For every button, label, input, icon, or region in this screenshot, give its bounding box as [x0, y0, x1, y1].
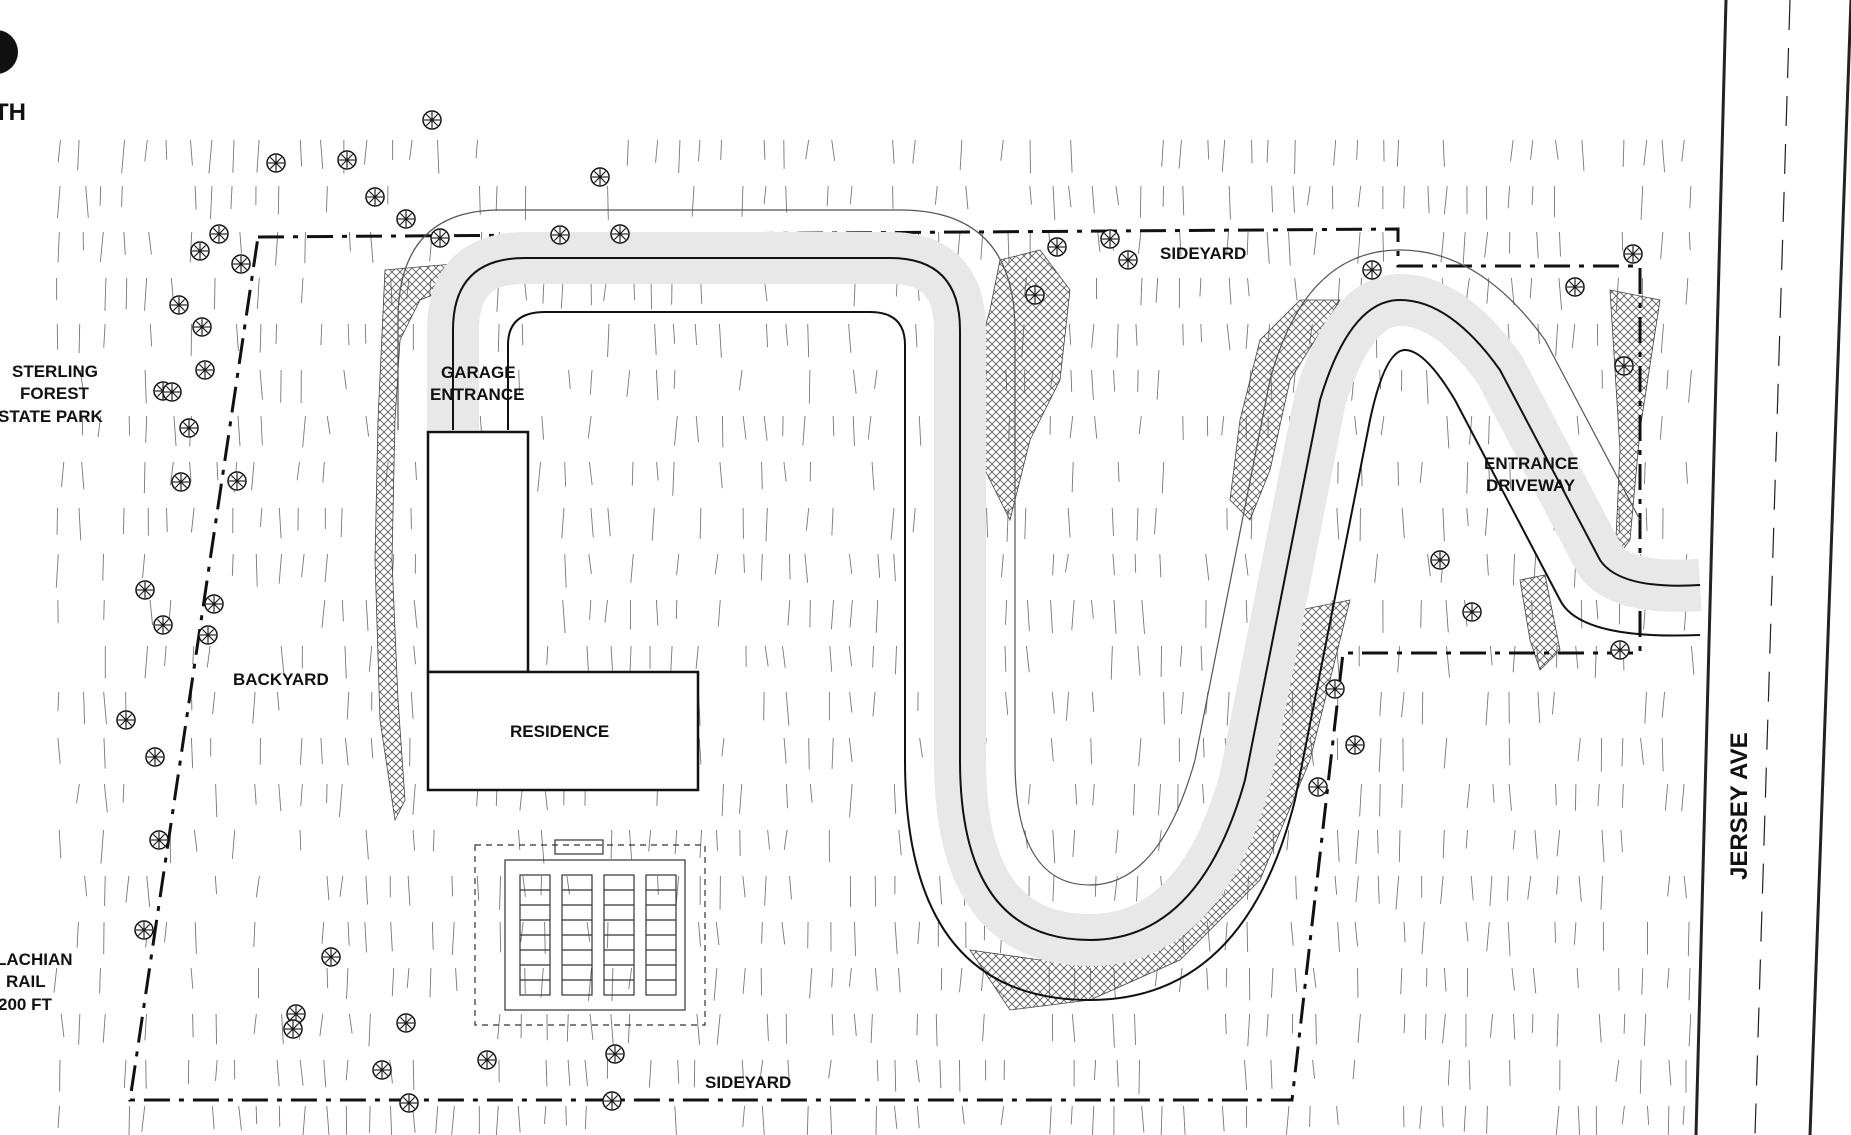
- label-park-1: STERLING: [12, 362, 98, 381]
- tree-symbol-icon: [372, 1060, 392, 1080]
- tree-symbol-icon: [1362, 260, 1382, 280]
- tree-symbol-icon: [169, 295, 189, 315]
- tree-symbol-icon: [337, 150, 357, 170]
- tree-symbol-icon: [1430, 550, 1450, 570]
- label-entrance-2: DRIVEWAY: [1486, 476, 1576, 495]
- tree-symbol-icon: [396, 1013, 416, 1033]
- tree-symbol-icon: [396, 209, 416, 229]
- tree-symbol-icon: [190, 241, 210, 261]
- tree-symbol-icon: [1610, 640, 1630, 660]
- tree-symbol-icon: [145, 747, 165, 767]
- tree-symbol-icon: [283, 1019, 303, 1039]
- tree-symbol-icon: [116, 710, 136, 730]
- tree-symbol-icon: [1462, 602, 1482, 622]
- tree-symbol-icon: [399, 1093, 419, 1113]
- tree-symbol-icon: [1025, 285, 1045, 305]
- label-backyard: BACKYARD: [233, 670, 329, 689]
- tree-symbol-icon: [590, 167, 610, 187]
- tree-symbol-icon: [1614, 356, 1634, 376]
- label-trail-3: 200 FT: [0, 995, 52, 1014]
- tree-symbol-icon: [149, 830, 169, 850]
- north-label: TH: [0, 99, 26, 126]
- jersey-ave-road: [1694, 0, 1851, 1135]
- tree-symbol-icon: [605, 1044, 625, 1064]
- north-arrow-icon: [0, 30, 18, 74]
- tree-symbol-icon: [209, 224, 229, 244]
- label-entrance-1: ENTRANCE: [1484, 454, 1578, 473]
- label-sideyard-top: SIDEYARD: [1160, 244, 1246, 263]
- tree-symbol-icon: [227, 471, 247, 491]
- label-park-3: STATE PARK: [0, 407, 104, 426]
- tree-symbol-icon: [198, 625, 218, 645]
- residence-building: [426, 670, 700, 792]
- tree-symbol-icon: [153, 615, 173, 635]
- slope-hatching: [374, 249, 1661, 1011]
- tree-symbol-icon: [192, 317, 212, 337]
- tree-symbols: [116, 110, 1643, 1113]
- tree-symbol-icon: [1345, 735, 1365, 755]
- tree-symbol-icon: [135, 580, 155, 600]
- label-garage-2: ENTRANCE: [430, 385, 524, 404]
- contour-lines: [53, 139, 1695, 1135]
- tree-symbol-icon: [602, 1091, 622, 1111]
- tree-symbol-icon: [1308, 777, 1328, 797]
- tree-symbol-icon: [171, 472, 191, 492]
- label-trail-2: RAIL: [6, 972, 46, 991]
- tree-symbol-icon: [134, 920, 154, 940]
- tree-symbol-icon: [266, 153, 286, 173]
- driveway: [397, 209, 1702, 1002]
- tree-symbol-icon: [610, 224, 630, 244]
- tree-symbol-icon: [231, 254, 251, 274]
- label-road: JERSEY AVE: [1726, 732, 1753, 880]
- property-boundary: [128, 227, 1642, 1102]
- septic-field: [474, 839, 706, 1026]
- tree-symbol-icon: [286, 1004, 306, 1024]
- tree-symbol-icon: [1100, 229, 1120, 249]
- tree-symbol-icon: [1623, 244, 1643, 264]
- label-garage-1: GARAGE: [441, 363, 516, 382]
- tree-symbol-icon: [1325, 679, 1345, 699]
- label-sideyard-bottom: SIDEYARD: [705, 1073, 791, 1092]
- tree-symbol-icon: [430, 228, 450, 248]
- label-park-2: FOREST: [20, 384, 90, 403]
- label-trail-1: LACHIAN: [0, 950, 73, 969]
- label-residence: RESIDENCE: [510, 722, 609, 741]
- tree-symbol-icon: [422, 110, 442, 130]
- tree-symbol-icon: [179, 418, 199, 438]
- tree-symbol-icon: [321, 947, 341, 967]
- tree-symbol-icon: [204, 594, 224, 614]
- tree-symbol-icon: [162, 382, 182, 402]
- garage-building: [426, 430, 530, 674]
- tree-symbol-icon: [1047, 237, 1067, 257]
- tree-symbol-icon: [365, 187, 385, 207]
- tree-symbol-icon: [1118, 250, 1138, 270]
- tree-symbol-icon: [195, 360, 215, 380]
- tree-symbol-icon: [477, 1050, 497, 1070]
- tree-symbol-icon: [1565, 277, 1585, 297]
- tree-symbol-icon: [550, 225, 570, 245]
